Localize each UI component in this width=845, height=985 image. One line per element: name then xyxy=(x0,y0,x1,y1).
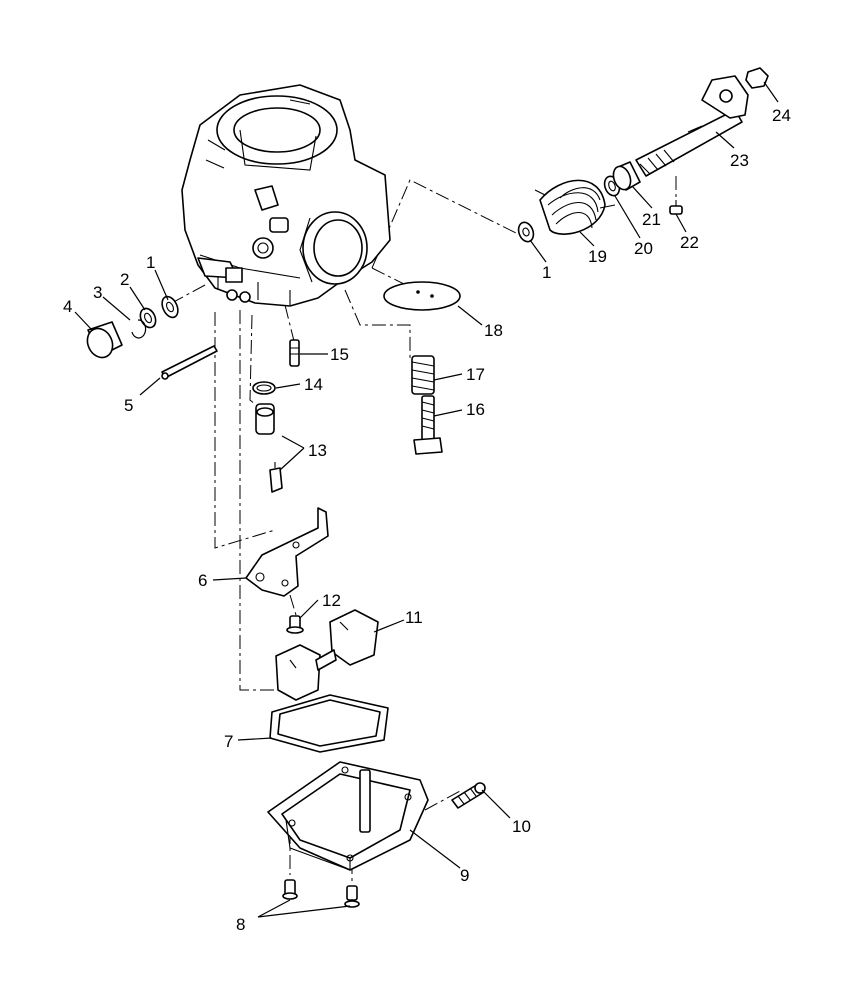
callout-16: 16 xyxy=(466,400,485,419)
callout-3: 3 xyxy=(93,283,102,302)
screw-12 xyxy=(286,615,304,634)
callout-7: 7 xyxy=(224,732,233,751)
callout-19: 19 xyxy=(588,247,607,266)
pin-5 xyxy=(161,345,218,380)
callout-4: 4 xyxy=(63,297,72,316)
cap-4 xyxy=(86,321,123,359)
callout-5: 5 xyxy=(124,396,133,415)
washer-1-left xyxy=(161,295,179,319)
callout-18: 18 xyxy=(484,321,503,340)
screws-8 xyxy=(282,879,360,908)
callout-9: 9 xyxy=(460,866,469,885)
callout-21: 21 xyxy=(642,210,661,229)
o-ring-14 xyxy=(252,381,276,395)
spring-17 xyxy=(411,355,435,395)
nut-24 xyxy=(745,67,769,89)
callout-12: 12 xyxy=(322,591,341,610)
bracket-6 xyxy=(245,507,329,597)
float-bowl-9 xyxy=(267,761,429,871)
callout-1-right: 1 xyxy=(542,263,551,282)
screw-22 xyxy=(669,200,683,215)
callout-20: 20 xyxy=(634,239,653,258)
washer-1-right xyxy=(517,221,535,243)
washer-2 xyxy=(139,307,157,329)
throttle-shaft-23 xyxy=(635,75,749,177)
callout-13: 13 xyxy=(308,441,327,460)
callout-8: 8 xyxy=(236,915,245,934)
screw-16 xyxy=(413,395,443,455)
needle-valve-13 xyxy=(255,403,283,493)
carburetor-body xyxy=(181,84,391,307)
callout-24: 24 xyxy=(772,106,791,125)
drain-screw-10 xyxy=(451,782,486,809)
jet-15 xyxy=(289,339,300,367)
e-clip-3 xyxy=(131,319,147,339)
leader-lines xyxy=(74,81,779,918)
spring-19 xyxy=(534,179,616,235)
callout-6: 6 xyxy=(198,571,207,590)
diaphragm-18 xyxy=(383,281,461,311)
callout-14: 14 xyxy=(304,375,323,394)
callout-1-left: 1 xyxy=(146,253,155,272)
gasket-7 xyxy=(269,694,389,753)
callout-2: 2 xyxy=(120,270,129,289)
callout-labels: 1 2 3 4 5 6 7 8 9 10 11 12 13 14 15 16 1… xyxy=(63,106,791,934)
bushing-21 xyxy=(612,161,641,191)
float-11 xyxy=(275,609,379,701)
callout-23: 23 xyxy=(730,151,749,170)
callout-22: 22 xyxy=(680,233,699,252)
callout-11: 11 xyxy=(405,608,423,627)
callout-10: 10 xyxy=(512,817,531,836)
callout-17: 17 xyxy=(466,365,485,384)
callout-15: 15 xyxy=(330,345,349,364)
